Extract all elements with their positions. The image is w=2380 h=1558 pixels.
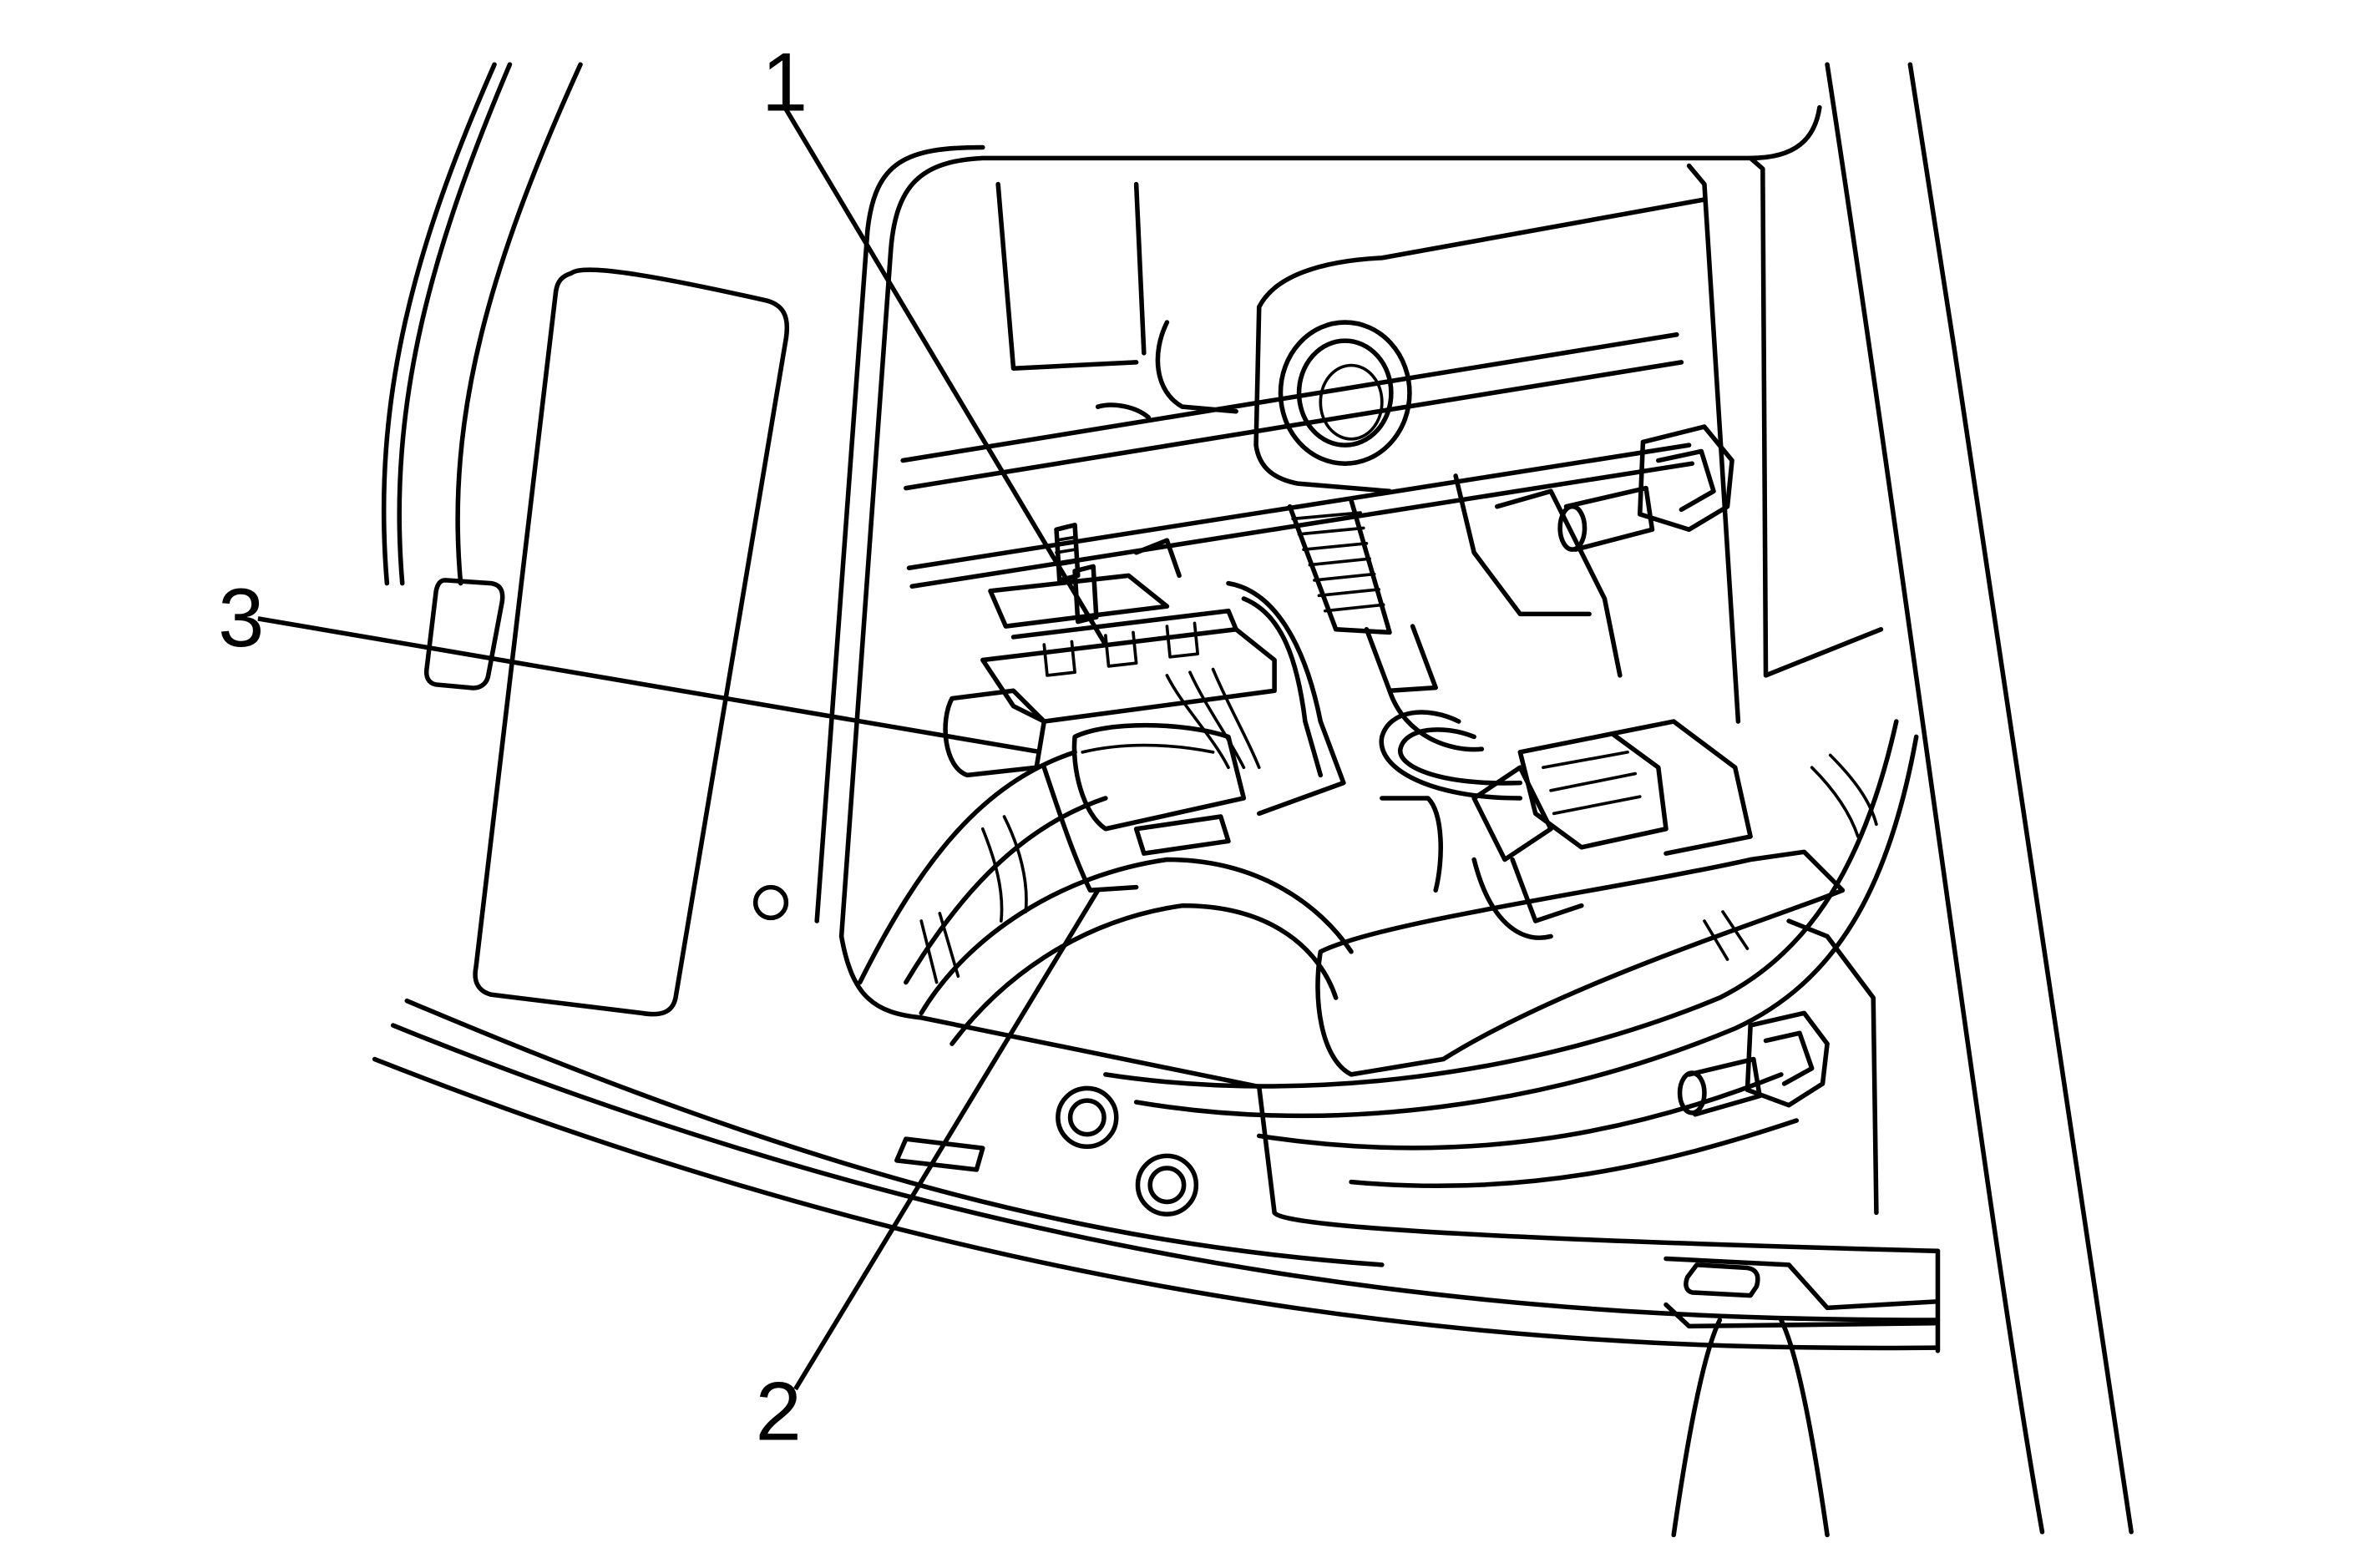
panel-opening: [814, 104, 1941, 1254]
callout-label-1: 1: [762, 36, 808, 129]
sensor-connector: [1379, 710, 1753, 923]
upper-stud-fastener: [1557, 424, 1734, 552]
lower-stud-fastener: [1677, 918, 1879, 1216]
leader-line-2: [793, 888, 1101, 1391]
callout-labels: 1 2 3: [218, 36, 808, 1458]
crossmember-and-bracket: [900, 181, 1707, 589]
callout-leaders: [257, 103, 1108, 1391]
small-slot: [423, 578, 505, 690]
access-cover: [473, 267, 790, 1017]
harness-connector: [943, 522, 1346, 893]
grommet: [1278, 320, 1412, 466]
callout-label-2: 2: [756, 1365, 802, 1458]
leader-line-3: [257, 616, 1042, 755]
mounting-holes: [752, 884, 1937, 1329]
leader-line-1: [781, 103, 1108, 646]
wiring-harness: [857, 719, 1919, 1189]
corrugated-conduit: [1287, 498, 1485, 752]
callout-label-3: 3: [218, 572, 264, 665]
connector-bracket: [1315, 473, 1846, 1077]
trunk-panel-outline: [372, 62, 2134, 1538]
